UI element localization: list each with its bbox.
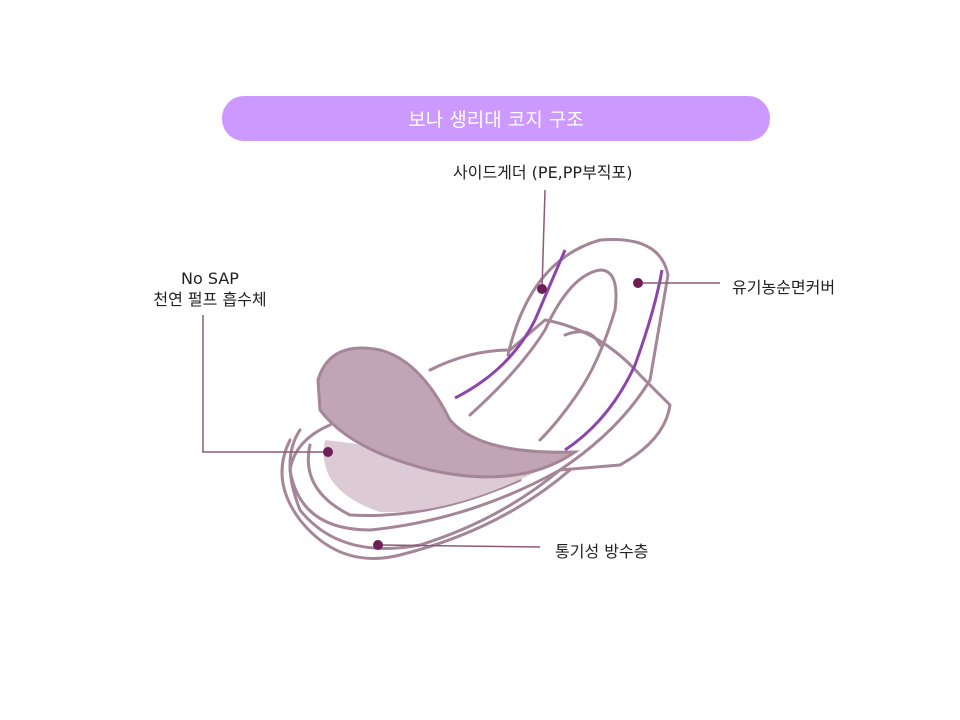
title-text: 보나 생리대 코지 구조	[408, 109, 584, 131]
label-no-sap: No SAP	[181, 269, 239, 288]
marker-backsheet	[373, 540, 383, 550]
marker-side-gather	[537, 284, 547, 294]
leader-pulp	[202, 315, 328, 453]
label-backsheet: 통기성 방수층	[555, 542, 649, 561]
backsheet-layers	[288, 428, 562, 550]
marker-pulp	[323, 447, 333, 457]
pulp-absorber	[316, 346, 581, 479]
pad-inner	[468, 268, 618, 442]
marker-cover	[633, 278, 643, 288]
back-wing	[428, 318, 672, 472]
label-cover: 유기농순면커버	[732, 278, 836, 297]
side-gather-right	[564, 269, 664, 452]
leader-side-gather	[541, 189, 546, 290]
leader-backsheet	[377, 544, 541, 548]
label-pulp-group: No SAP 천연 펄프 흡수체	[140, 268, 280, 310]
title-banner: 보나 생리대 코지 구조	[222, 96, 770, 141]
label-side-gather: 사이드게더 (PE,PP부직포)	[453, 163, 633, 182]
side-gather-left	[454, 249, 567, 400]
label-pulp: 천연 펄프 흡수체	[153, 290, 267, 309]
